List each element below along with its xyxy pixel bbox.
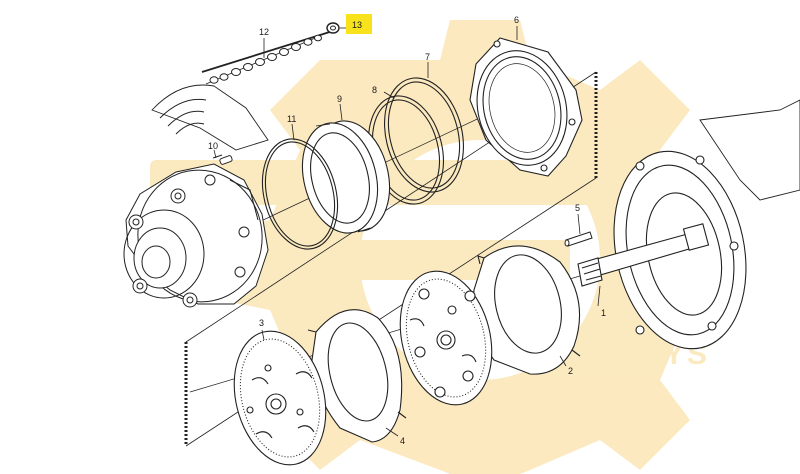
part-11-o-ring <box>261 138 339 250</box>
callout-5: 5 <box>575 203 580 213</box>
callout-labels: 1 2 3 4 5 6 7 8 9 10 11 12 13 <box>208 15 606 446</box>
shim-stack-bracket <box>201 29 337 73</box>
callout-13: 13 <box>352 20 362 30</box>
part-9-piston <box>301 120 391 234</box>
callout-6: 6 <box>514 15 519 25</box>
hub-assembly-left <box>123 84 269 308</box>
callout-2: 2 <box>568 366 573 376</box>
part-3-friction-disc <box>233 330 327 466</box>
callout-11: 11 <box>287 114 296 124</box>
callout-4: 4 <box>400 436 405 446</box>
part-7-ring <box>383 77 465 193</box>
leader-lines <box>213 26 601 437</box>
part-6-housing <box>469 37 583 177</box>
callout-1: 1 <box>601 308 606 318</box>
highlight-box-13 <box>346 14 372 34</box>
part-10-pin <box>212 154 233 165</box>
friction-disc-center <box>399 270 493 406</box>
part-12-shim-stack <box>201 22 340 85</box>
callout-8: 8 <box>372 85 377 95</box>
callout-9: 9 <box>337 94 342 104</box>
part-5-dowel-pin <box>564 231 593 247</box>
axle-housing-right <box>577 99 800 350</box>
callout-12: 12 <box>259 27 269 37</box>
callout-3: 3 <box>259 318 264 328</box>
part-4-separator-plate <box>307 309 407 443</box>
callout-10: 10 <box>208 141 218 151</box>
part-2-separator-plate <box>472 245 581 375</box>
callout-7: 7 <box>425 52 430 62</box>
